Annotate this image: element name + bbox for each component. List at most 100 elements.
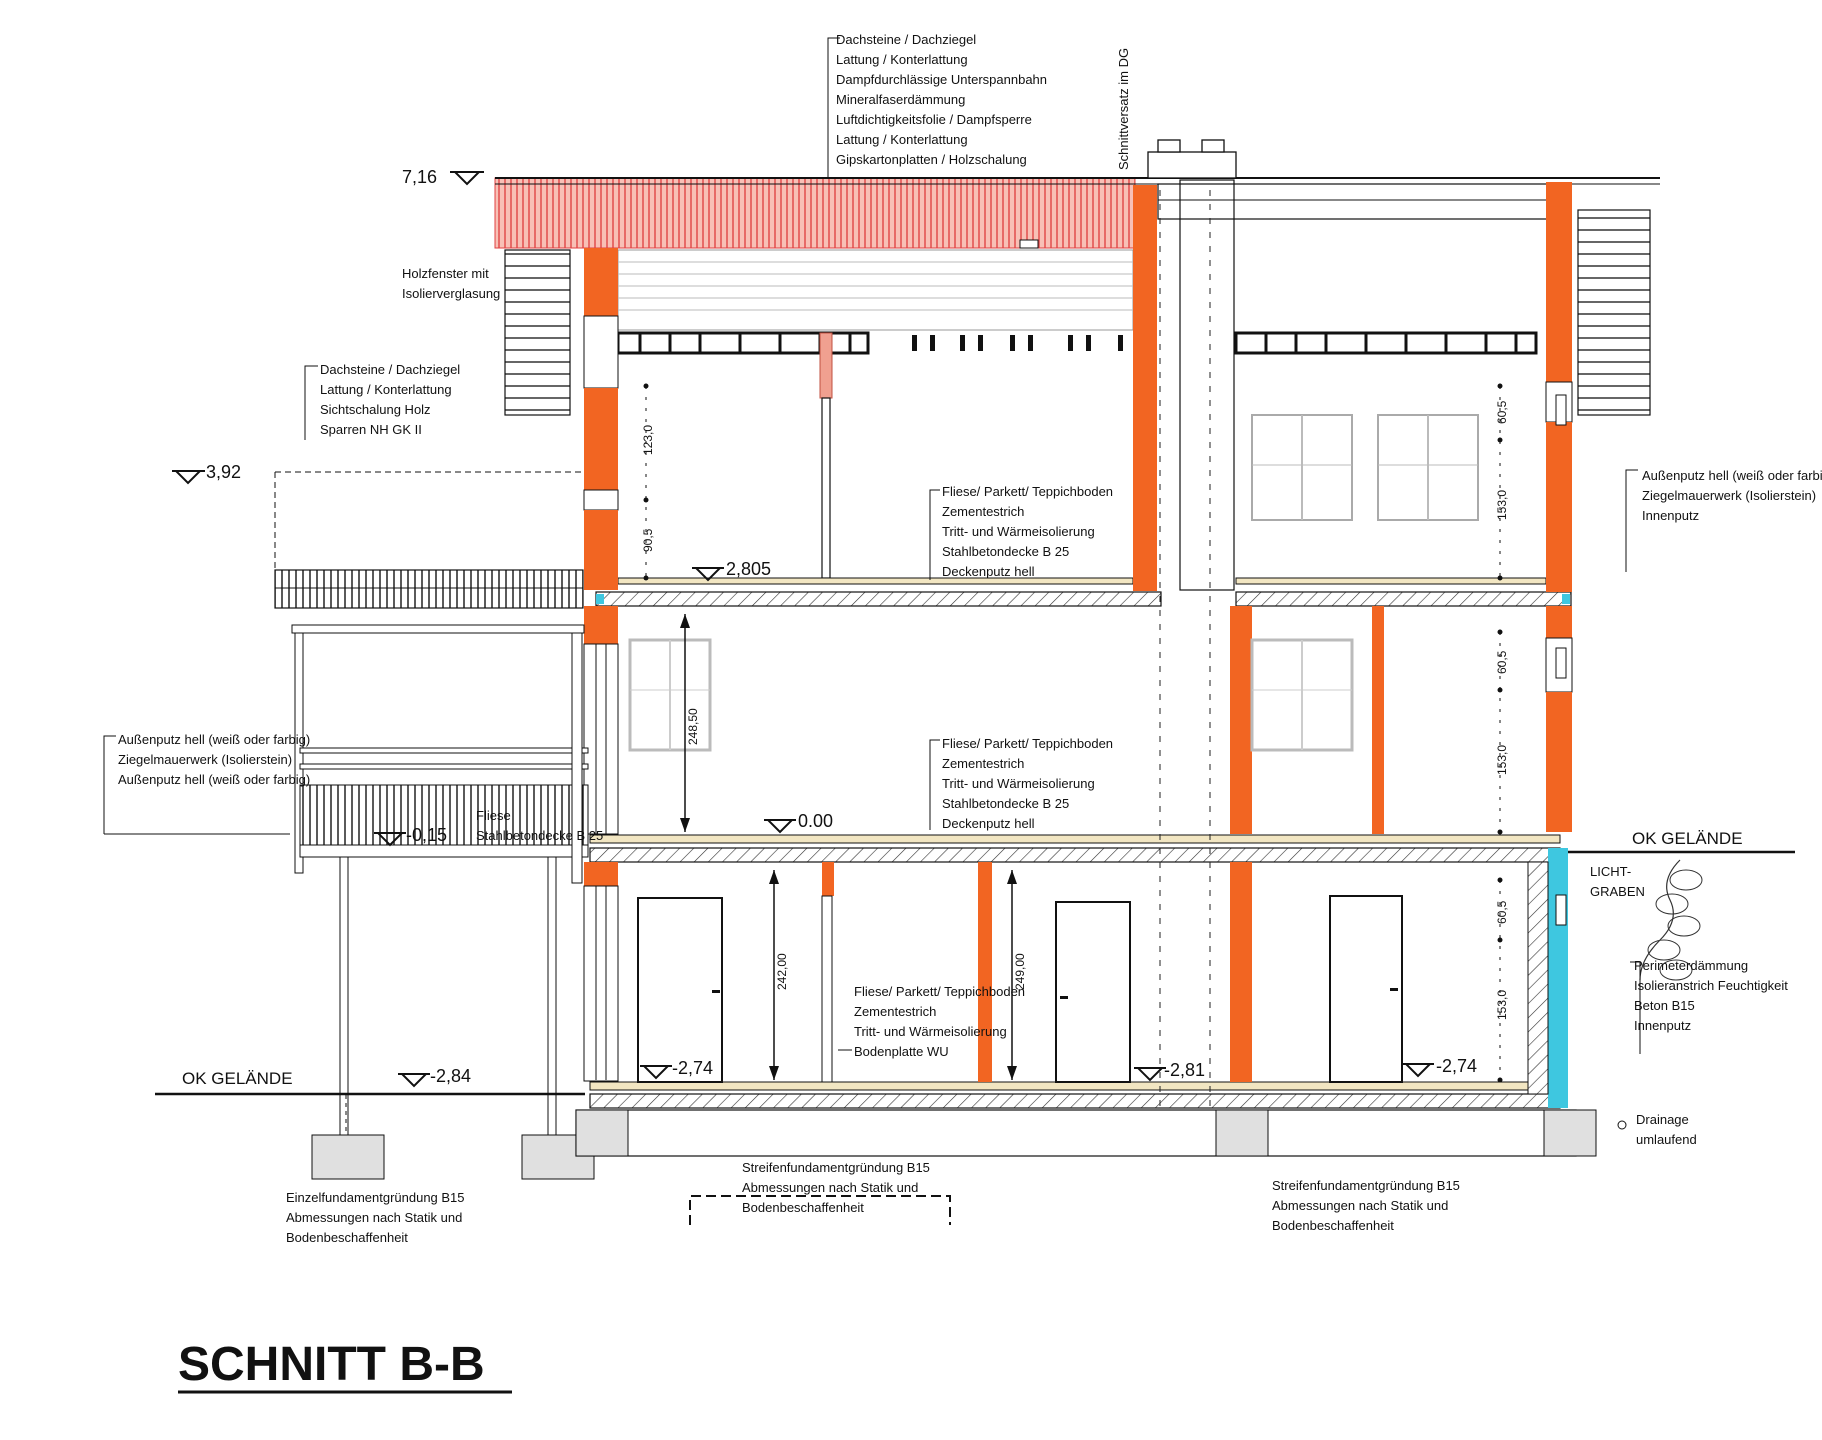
dim-upper-window: 123,0 [641,425,655,455]
svg-text:Beton B15: Beton B15 [1634,998,1695,1013]
svg-text:Zementestrich: Zementestrich [942,504,1024,519]
ground-window-left [628,638,712,752]
note-brackets [103,37,1641,1130]
dimension-basement-right: 60,5 153,0 [1495,877,1509,1083]
level-basement-a: -2,74 [640,1058,713,1080]
level-terrace: -0,15 [374,825,447,847]
dimension-ground-right: 60,5 153,0 [1495,629,1509,835]
note-lightwell: LICHT- GRABEN [1590,864,1645,899]
svg-text:Mineralfaserdämmung: Mineralfaserdämmung [836,92,965,107]
balcony-roof [274,471,584,609]
chimney [1147,139,1237,179]
svg-text:Gipskartonplatten / Holzschalu: Gipskartonplatten / Holzschalung [836,152,1027,167]
svg-text:Zementestrich: Zementestrich [942,756,1024,771]
door-1 [637,897,723,1083]
level-balcony-roof: 3,92 [172,462,241,485]
dim-basement-height-a: 242,00 [775,953,789,990]
svg-text:Abmessungen nach Statik und: Abmessungen nach Statik und [1272,1198,1448,1213]
dim-upper-parapet: 90,5 [641,528,655,552]
svg-text:Deckenputz hell: Deckenputz hell [942,564,1035,579]
svg-text:LICHT-: LICHT- [1590,864,1631,879]
note-balcony-roof: Dachsteine / Dachziegel Lattung / Konter… [320,362,460,437]
svg-text:Dampfdurchlässige Unterspannba: Dampfdurchlässige Unterspannbahn [836,72,1047,87]
svg-text:Abmessungen nach Statik und: Abmessungen nach Statik und [742,1180,918,1195]
svg-text:Luftdichtigkeitsfolie / Dampfs: Luftdichtigkeitsfolie / Dampfsperre [836,112,1032,127]
dimension-ground-height: 248,50 [680,614,700,832]
level-basement-a-label: -2,74 [672,1058,713,1078]
svg-text:Deckenputz hell: Deckenputz hell [942,816,1035,831]
svg-text:Dachsteine / Dachziegel: Dachsteine / Dachziegel [320,362,460,377]
dim-upper-right-top: 60,5 [1495,400,1509,424]
level-roof-top-label: 7,16 [402,167,437,187]
svg-text:Innenputz: Innenputz [1642,508,1699,523]
drawing-title: SCHNITT B-B [178,1338,485,1391]
svg-text:Außenputz hell (weiß oder farb: Außenputz hell (weiß oder farbig) [118,772,310,787]
note-basement-wall: Perimeterdämmung Isolieranstrich Feuchti… [1634,958,1788,1033]
note-exterior-wall-left: Außenputz hell (weiß oder farbig) Ziegel… [118,732,310,787]
dim-basement-right-top: 60,5 [1495,900,1509,924]
dim-basement-height-b: 249,00 [1013,953,1027,990]
section-offset-label: Schnittversatz im DG [1116,48,1131,170]
level-basement-c: -2,74 [1402,1056,1477,1078]
dim-ground-height: 248,50 [686,708,700,745]
wall-right-exterior [1527,182,1573,1108]
attic-ceiling [616,249,1538,355]
svg-text:Innenputz: Innenputz [1634,1018,1691,1033]
roof [494,177,1660,249]
slab-upper [595,577,1572,607]
door-2 [1055,901,1131,1083]
svg-text:Bodenbeschaffenheit: Bodenbeschaffenheit [742,1200,864,1215]
note-basement-floor: Fliese/ Parkett/ Teppichboden Zementestr… [854,984,1025,1059]
dim-upper-right-window: 153,0 [1495,490,1509,520]
svg-text:Lattung / Konterlattung: Lattung / Konterlattung [320,382,452,397]
upper-window-right-2 [1377,414,1479,521]
slab-ground [589,834,1561,863]
svg-text:Isolierverglasung: Isolierverglasung [402,286,500,301]
dim-ground-right-window: 153,0 [1495,745,1509,775]
eave-right [1577,209,1651,416]
level-exterior-grade-label: -2,84 [430,1066,471,1086]
svg-text:Perimeterdämmung: Perimeterdämmung [1634,958,1748,973]
note-ceiling-ground: Fliese/ Parkett/ Teppichboden Zementestr… [942,736,1113,831]
svg-text:Einzelfundamentgründung B15: Einzelfundamentgründung B15 [286,1190,465,1205]
level-upper-floor-label: 2,805 [726,559,771,579]
level-basement-b-label: -2,81 [1164,1060,1205,1080]
dimension-basement-a: 242,00 [769,870,789,1080]
svg-text:Sichtschalung Holz: Sichtschalung Holz [320,402,431,417]
svg-text:GRABEN: GRABEN [1590,884,1645,899]
level-ground-floor-label: 0.00 [798,811,833,831]
dim-basement-right-window: 153,0 [1495,990,1509,1020]
wall-left-exterior [583,248,619,1082]
dimension-basement-b: 249,00 [1007,870,1027,1080]
level-basement-c-label: -2,74 [1436,1056,1477,1076]
wall-ground-mid [1230,606,1384,834]
svg-text:Tritt- und Wärmeisolierung: Tritt- und Wärmeisolierung [942,776,1095,791]
door-3 [1329,895,1403,1083]
svg-text:Drainage: Drainage [1636,1112,1689,1127]
dimension-upper-right: 60,5 153,0 [1495,383,1509,581]
slab-basement [589,1081,1561,1109]
svg-text:Lattung / Konterlattung: Lattung / Konterlattung [836,132,968,147]
svg-text:Außenputz hell (weiß oder farb: Außenputz hell (weiß oder farbig) [118,732,310,747]
note-foundation-strip-right: Streifenfundamentgründung B15 Abmessunge… [1272,1178,1460,1233]
dim-ground-right-top: 60,5 [1495,650,1509,674]
note-roof: Dachsteine / Dachziegel Lattung / Konter… [836,32,1047,167]
note-foundation-strip-mid: Streifenfundamentgründung B15 Abmessunge… [742,1160,930,1215]
upper-window-right-1 [1251,414,1353,521]
svg-text:Stahlbetondecke B 25: Stahlbetondecke B 25 [942,796,1069,811]
svg-text:Fliese: Fliese [476,808,511,823]
svg-text:Lattung / Konterlattung: Lattung / Konterlattung [836,52,968,67]
level-exterior-grade: -2,84 [398,1066,471,1088]
level-roof-top: 7,16 [402,167,484,187]
level-terrace-label: -0,15 [406,825,447,845]
svg-text:Bodenplatte WU: Bodenplatte WU [854,1044,949,1059]
level-basement-b: -2,81 [1134,1060,1205,1082]
note-terrace-slab: Fliese Stahlbetondecke B 25 [476,808,603,843]
note-window: Holzfenster mit Isolierverglasung [402,266,500,301]
svg-text:Fliese/ Parkett/ Teppichboden: Fliese/ Parkett/ Teppichboden [942,484,1113,499]
level-ground-floor: 0.00 [764,811,833,834]
ground-window-right [1250,638,1354,752]
svg-text:Ziegelmauerwerk (Isolierstein): Ziegelmauerwerk (Isolierstein) [118,752,292,767]
balcony-structure [291,624,589,1148]
